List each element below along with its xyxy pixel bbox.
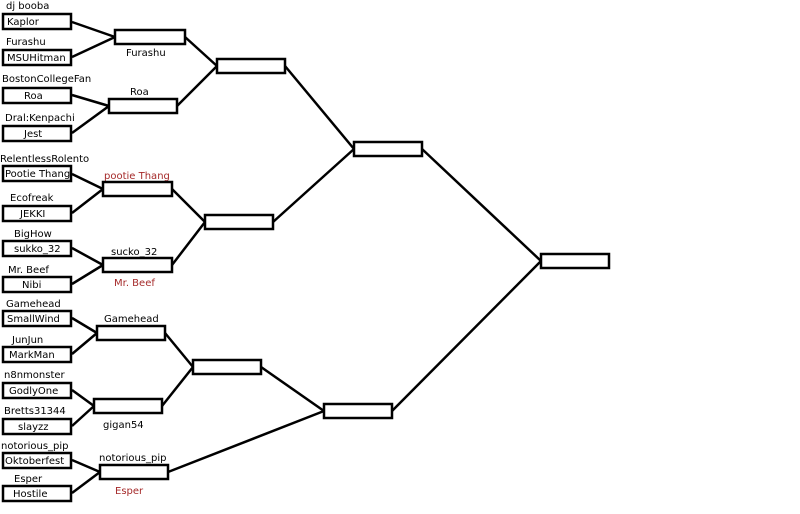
connector	[167, 409, 325, 474]
winner-box[interactable]	[101, 256, 174, 274]
owner-label: RelentlessRolento	[0, 154, 89, 165]
owner-label: Mr. Beef	[8, 265, 49, 276]
owner-label: Gamehead	[6, 299, 61, 310]
connector	[260, 365, 325, 413]
winner-label: notorious_pip	[99, 453, 167, 464]
connector	[391, 260, 542, 412]
entry-box[interactable]	[1, 451, 73, 470]
entry-box[interactable]	[1, 204, 73, 223]
winner-box[interactable]	[95, 324, 167, 342]
winner-label: gigan54	[103, 420, 144, 431]
owner-label: Bretts31344	[4, 406, 66, 417]
connector	[171, 221, 206, 266]
bracket-connectors	[71, 20, 542, 494]
connector	[71, 471, 101, 494]
entry-box[interactable]	[1, 239, 73, 258]
connector	[71, 104, 110, 135]
owner-label: JunJun	[11, 335, 43, 346]
winner-box[interactable]	[215, 57, 287, 75]
winner-label: pootie Thang	[104, 171, 170, 182]
connector	[71, 246, 104, 267]
entry-box[interactable]	[1, 48, 73, 67]
connector	[272, 148, 355, 223]
winner-label: Furashu	[126, 48, 166, 59]
owner-label: n8nmonster	[4, 370, 66, 381]
owner-label: dj booba	[6, 1, 49, 12]
connector	[71, 188, 104, 214]
entry-box[interactable]	[1, 12, 73, 31]
entry-label: MarkMan	[9, 350, 55, 361]
connector	[71, 458, 101, 474]
connector	[161, 366, 194, 407]
winner-label: sucko_32	[111, 247, 157, 258]
owner-label: BostonCollegeFan	[2, 74, 91, 85]
winner-label: Roa	[130, 87, 149, 98]
owner-label: Dral:Kenpachi	[5, 113, 75, 124]
connector	[71, 20, 116, 39]
owner-label: BigHow	[14, 229, 52, 240]
owner-label: Furashu	[6, 37, 46, 48]
owner-label: notorious_pip	[1, 441, 69, 452]
entry-box[interactable]	[1, 86, 73, 105]
entry-label: JEKKI	[19, 209, 45, 220]
round-1: dj booba Kaplor Furashu MSUHitman Boston…	[0, 1, 91, 503]
connector	[176, 65, 218, 107]
entry-label: Kaplor	[7, 17, 40, 28]
champion-box[interactable]	[539, 252, 611, 270]
connector	[164, 332, 194, 368]
winner-box[interactable]	[107, 97, 179, 115]
connector	[71, 388, 95, 408]
entry-label: Roa	[24, 91, 43, 102]
winner-box[interactable]	[203, 213, 275, 231]
entry-box[interactable]	[1, 484, 73, 503]
connector	[71, 316, 98, 335]
entry-label: Jest	[23, 129, 42, 140]
connector	[71, 332, 98, 355]
connector	[184, 36, 218, 67]
winner-box[interactable]	[98, 463, 170, 481]
connector	[71, 35, 116, 59]
winner-sublabel: Esper	[115, 486, 144, 497]
connector	[421, 148, 542, 262]
entry-label: GodlyOne	[9, 386, 58, 397]
connector	[71, 93, 110, 108]
connector	[71, 172, 104, 191]
winner-box[interactable]	[113, 28, 187, 46]
entry-label: Nibi	[22, 280, 41, 291]
winner-box[interactable]	[191, 358, 263, 376]
winner-box[interactable]	[322, 402, 394, 420]
final	[539, 252, 611, 270]
winner-sublabel: Mr. Beef	[114, 278, 155, 289]
winner-box[interactable]	[352, 140, 424, 158]
entry-label: Pootie Thang	[5, 169, 70, 180]
round-3	[191, 57, 287, 376]
round-2: Furashu Roa pootie Thang sucko_32 Mr. Be…	[92, 28, 187, 497]
owner-label: Ecofreak	[10, 193, 54, 204]
entry-label: MSUHitman	[7, 53, 66, 64]
connector	[171, 188, 206, 223]
entry-box[interactable]	[1, 275, 73, 294]
connector	[284, 65, 355, 150]
entry-box[interactable]	[1, 309, 73, 328]
entry-box[interactable]	[1, 124, 73, 143]
entry-box[interactable]	[1, 417, 73, 436]
entry-label: SmallWind	[7, 314, 60, 325]
entry-box[interactable]	[1, 345, 73, 364]
entry-box[interactable]	[1, 381, 73, 400]
connector	[71, 263, 104, 286]
winner-box[interactable]	[92, 397, 164, 415]
entry-label: Hostile	[13, 489, 47, 500]
semifinals	[322, 140, 424, 420]
winner-label: Gamehead	[104, 314, 159, 325]
entry-label: sukko_32	[14, 244, 61, 255]
entry-label: Oktoberfest	[5, 456, 64, 467]
owner-label: Esper	[14, 474, 43, 485]
entry-label: slayzz	[18, 422, 49, 433]
connector	[71, 405, 95, 427]
entry-box[interactable]	[1, 164, 73, 183]
winner-box[interactable]	[101, 180, 174, 198]
